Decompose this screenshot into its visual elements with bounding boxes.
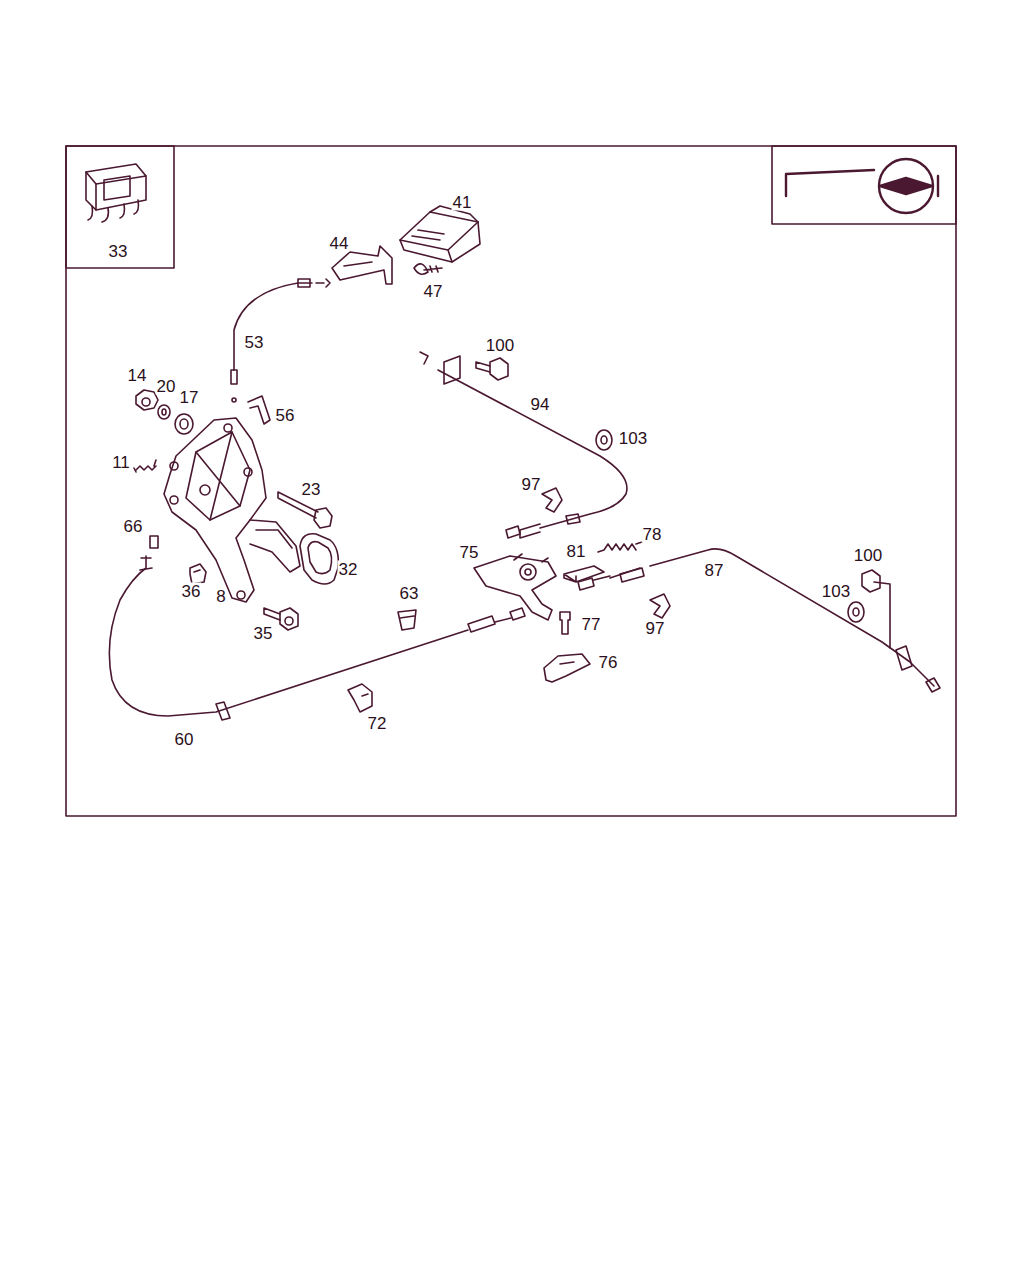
fastener-parts [476,358,612,450]
callout-number: 41 [452,194,473,211]
steering-wheel-icon [786,159,938,213]
callout-number: 76 [598,654,619,671]
cable [578,549,940,692]
cable [420,352,627,538]
callout-number: 97 [521,476,542,493]
callout-number: 23 [301,481,322,498]
switch-part [400,206,480,262]
callout-number: 35 [253,625,274,642]
callout-number: 75 [459,544,480,561]
screw-part [414,264,442,274]
callout-number: 63 [399,585,420,602]
callout-number: 47 [423,283,444,300]
grommet-part [398,610,416,630]
callout-number: 72 [367,715,388,732]
callout-number: 33 [108,243,129,260]
callout-number: 8 [215,588,226,605]
cable [109,556,525,720]
callout-number: 87 [704,562,725,579]
clip-part [348,684,372,712]
small-parts [542,488,670,618]
callout-number: 60 [174,731,195,748]
callout-number: 14 [127,367,148,384]
callout-number: 100 [485,337,515,354]
bracket-part [332,246,392,284]
callout-number: 78 [642,526,663,543]
frame [66,146,956,816]
callout-number: 77 [581,616,602,633]
callout-number: 36 [181,583,202,600]
callout-number: 97 [645,620,666,637]
small-parts [150,536,298,630]
inset-frame [66,146,174,268]
callout-number: 44 [329,235,350,252]
callout-number: 100 [853,547,883,564]
callout-number: 53 [244,334,265,351]
callout-number: 32 [338,561,359,578]
inset-frame [772,146,956,224]
callout-number: 103 [821,583,851,600]
cable [231,279,330,402]
pedal-pad [300,534,338,584]
callout-number: 81 [566,543,587,560]
callout-number: 56 [275,407,296,424]
callout-number: 94 [530,396,551,413]
clip-part [248,396,270,424]
callout-number: 66 [123,518,144,535]
equalizer-part [474,554,556,620]
clip-part [86,164,146,222]
callout-number: 17 [179,389,200,406]
callout-number: 20 [156,378,177,395]
pedal-bracket [164,418,300,602]
callout-number: 11 [111,454,131,471]
callout-number: 103 [618,430,648,447]
